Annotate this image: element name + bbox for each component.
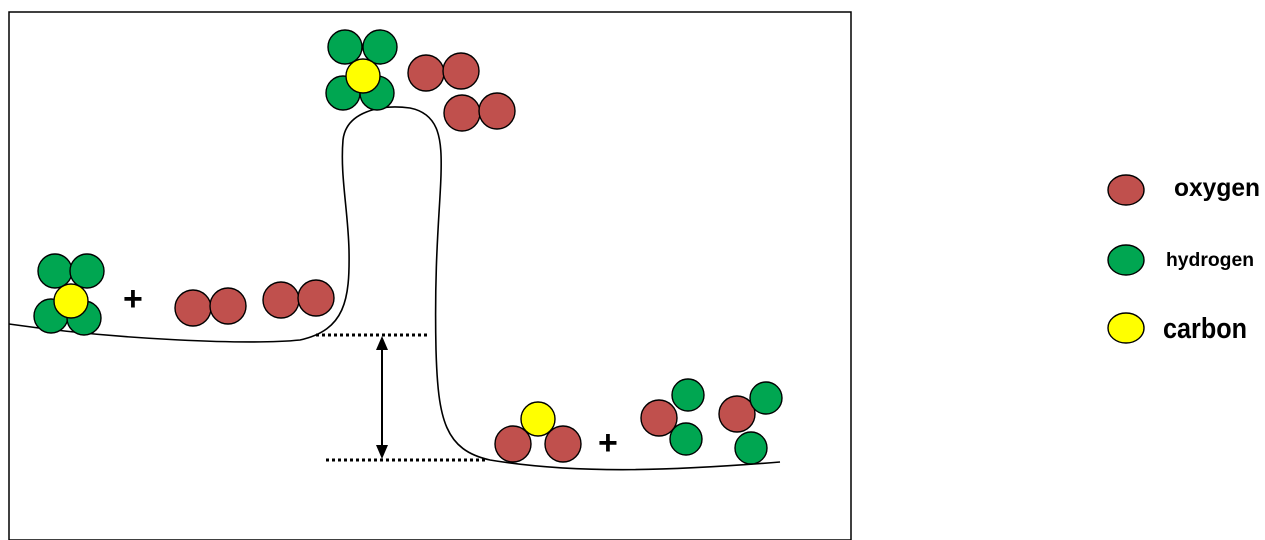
legend-item-carbon: carbon bbox=[1107, 312, 1247, 345]
oxygen-molecule-transition bbox=[443, 92, 516, 132]
plus-sign-reactants: + bbox=[123, 280, 143, 318]
oxygen-molecule-transition bbox=[407, 52, 480, 92]
water-molecule-product bbox=[640, 378, 705, 456]
plus-sign-products: + bbox=[598, 424, 618, 462]
oxygen-swatch bbox=[1107, 174, 1145, 206]
oxygen-molecule-reactant bbox=[262, 279, 335, 319]
carbon-dioxide-molecule-product bbox=[494, 401, 582, 463]
carbon-swatch bbox=[1107, 312, 1145, 344]
oxygen-molecule-reactant bbox=[174, 287, 247, 327]
legend-label-oxygen: oxygen bbox=[1174, 174, 1260, 202]
energy-curve bbox=[8, 106, 781, 471]
legend-item-hydrogen: hydrogen bbox=[1107, 244, 1254, 276]
diagram-frame bbox=[8, 11, 852, 540]
legend-label-hydrogen: hydrogen bbox=[1166, 250, 1254, 271]
legend: oxygen hydrogen carbon bbox=[1107, 174, 1260, 345]
energy-difference-arrow bbox=[376, 336, 388, 459]
methane-molecule-transition bbox=[325, 29, 398, 111]
legend-item-oxygen: oxygen bbox=[1107, 174, 1260, 206]
legend-label-carbon: carbon bbox=[1163, 313, 1247, 345]
methane-molecule-reactant bbox=[33, 253, 105, 336]
hydrogen-swatch bbox=[1107, 244, 1145, 276]
water-molecule-product bbox=[718, 381, 783, 465]
